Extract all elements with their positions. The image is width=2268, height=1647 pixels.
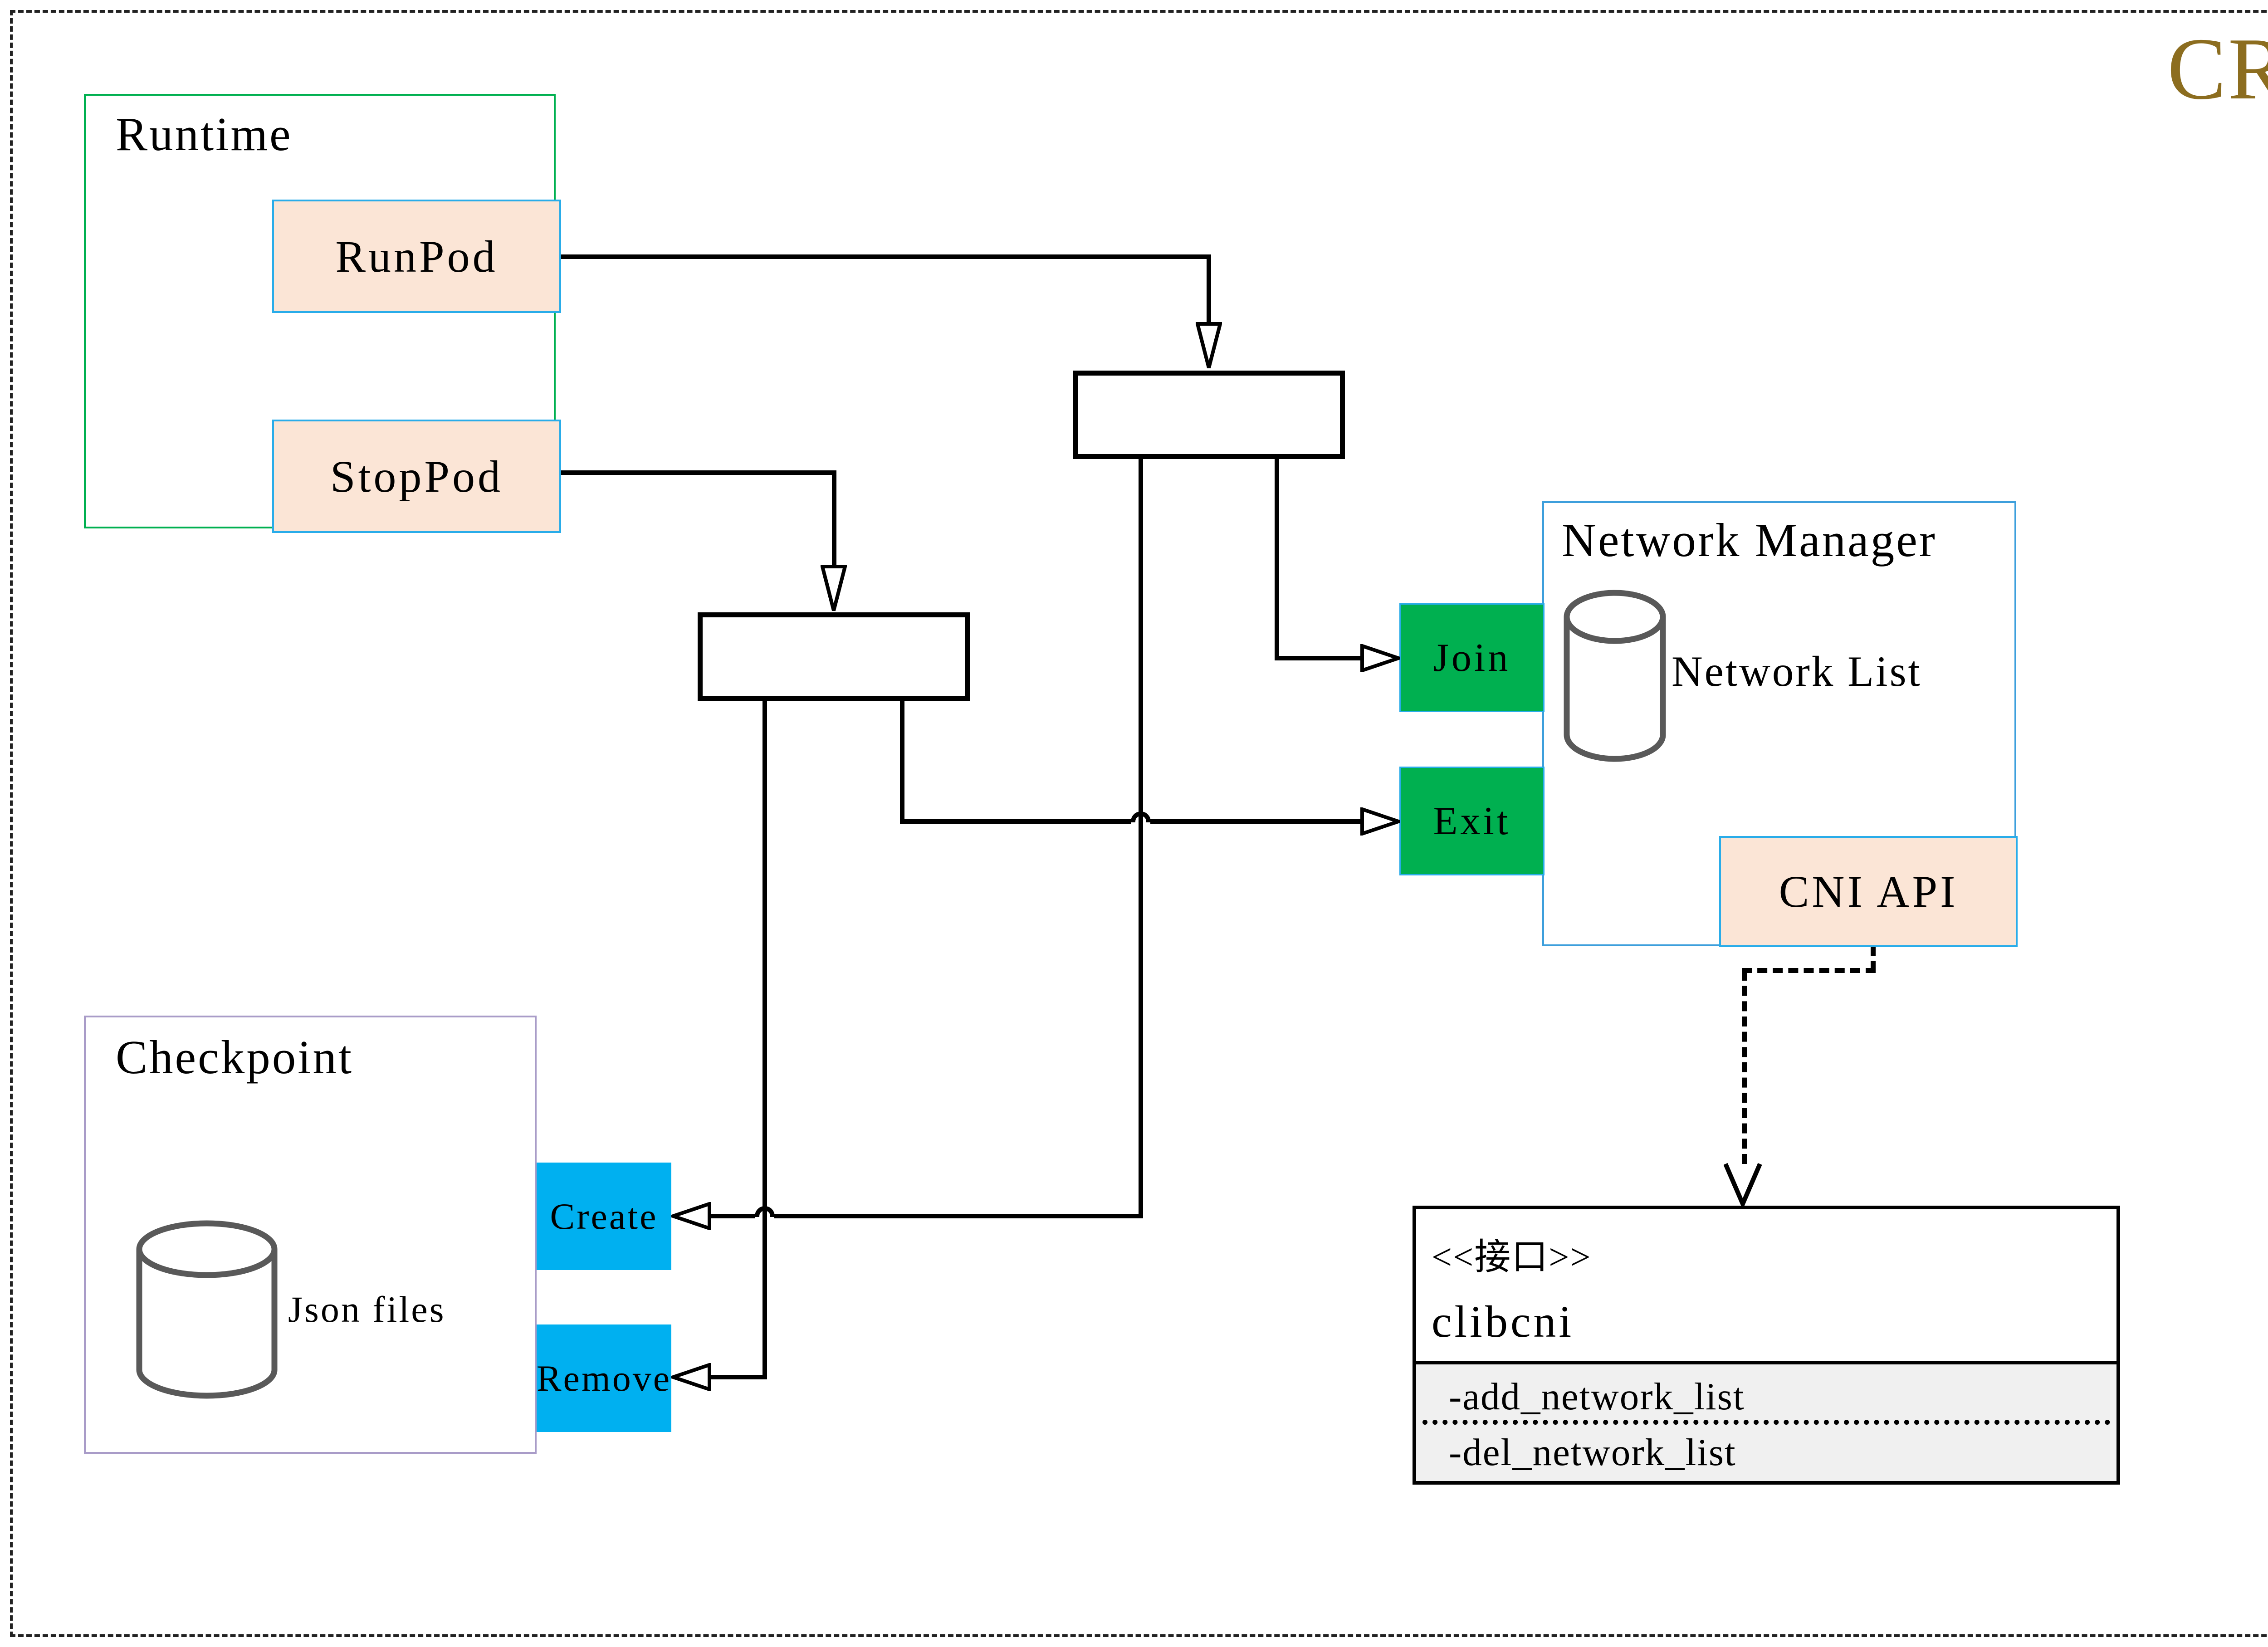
clibcni-interface-box: <<接口>> clibcni -add_network_list -del_ne… [1413, 1206, 2120, 1485]
line-hop-icon [1131, 811, 1151, 822]
cni-dashed-v2 [1742, 971, 1747, 1164]
database-icon [136, 1220, 278, 1402]
clibcni-methods-compartment: -add_network_list -del_network_list [1416, 1361, 2116, 1481]
join-connector-h [1275, 656, 1362, 660]
cni-api-label: CNI API [1779, 866, 1958, 917]
interface-name: clibcni [1432, 1296, 1574, 1347]
interface-stereotype: <<接口>> [1432, 1237, 1592, 1277]
create-connector-h-right [774, 1214, 1143, 1218]
checkpoint-label: Checkpoint [116, 1031, 354, 1084]
remove-connector-v [763, 700, 767, 1379]
runtime-label: Runtime [116, 108, 293, 161]
arrow-down-icon [1195, 322, 1223, 370]
exit-connector-v [900, 700, 904, 823]
line-hop-icon [755, 1206, 775, 1217]
cni-dashed-v1 [1871, 946, 1876, 971]
stoppod-connector-h [561, 470, 836, 475]
method-add-network-list: -add_network_list [1449, 1375, 1745, 1418]
create-connector-h-left [710, 1214, 755, 1218]
json-files-label: Json files [288, 1289, 446, 1330]
runpod-label: RunPod [335, 231, 498, 282]
stoppod-connector-v [832, 470, 836, 566]
arrow-right-icon [1360, 643, 1404, 673]
exit-node: Exit [1399, 767, 1545, 875]
runpod-node: RunPod [272, 200, 561, 313]
create-node: Create [537, 1163, 671, 1270]
page-title: CRI [2167, 20, 2268, 118]
join-label: Join [1433, 635, 1511, 680]
network-manager-label: Network Manager [1562, 513, 1937, 567]
arrow-left-icon [667, 1362, 711, 1392]
stoppod-node: StopPod [272, 420, 561, 533]
stoppod-label: StopPod [330, 451, 503, 502]
database-icon [1564, 590, 1666, 762]
clibcni-title-compartment: <<接口>> clibcni [1416, 1209, 2116, 1361]
create-label: Create [550, 1195, 658, 1237]
exit-connector-h-left [900, 819, 1131, 824]
arrow-right-icon [1360, 806, 1404, 836]
arrow-left-icon [667, 1201, 711, 1231]
join-connector-v [1275, 458, 1279, 660]
remove-label: Remove [536, 1357, 672, 1399]
remove-node: Remove [537, 1324, 671, 1432]
method-divider [1422, 1420, 2110, 1425]
join-node: Join [1399, 603, 1545, 712]
runpod-connector-v [1207, 254, 1211, 323]
exit-connector-h-right [1150, 819, 1362, 824]
arrow-open-down-icon [1723, 1162, 1762, 1210]
cni-dashed-h [1742, 968, 1876, 973]
stoppod-junction-rect [698, 612, 970, 701]
remove-connector-h [710, 1375, 767, 1379]
outer-dashed-border [10, 10, 2268, 1637]
arrow-down-icon [820, 565, 848, 612]
cni-api-node: CNI API [1719, 836, 2018, 947]
runpod-junction-rect [1073, 371, 1345, 459]
runpod-connector-h [561, 254, 1211, 259]
exit-label: Exit [1433, 799, 1511, 843]
create-connector-v [1139, 458, 1143, 1217]
network-list-label: Network List [1672, 647, 1922, 695]
method-del-network-list: -del_network_list [1449, 1431, 1736, 1474]
